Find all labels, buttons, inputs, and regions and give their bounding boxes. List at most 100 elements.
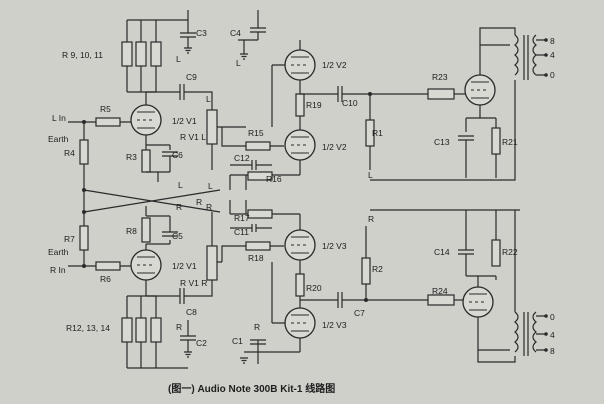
label-r5: R5 — [100, 104, 111, 114]
r3-resistor — [141, 149, 151, 173]
label-c6: C6 — [172, 150, 183, 160]
label-r21: R21 — [502, 137, 518, 147]
label-c5: C5 — [172, 231, 183, 241]
label-r9-10-11: R 9, 10, 11 — [62, 50, 103, 60]
r4-resistor — [79, 139, 89, 165]
label-rv1-r: R V1 R — [180, 278, 207, 288]
label-v2-upper: 1/2 V2 — [322, 60, 347, 70]
label-out-0-top: 0 — [550, 70, 555, 80]
label-r7: R7 — [64, 234, 75, 244]
label-c1: C1 — [232, 336, 243, 346]
label-r17: R17 — [234, 213, 250, 223]
r5-resistor — [95, 117, 121, 127]
label-out-4-top: 4 — [550, 50, 555, 60]
label-c3-l: L — [176, 54, 181, 64]
label-c3: C3 — [196, 28, 207, 38]
label-out-8-bottom: 8 — [550, 346, 555, 356]
label-r16: R16 — [266, 174, 282, 184]
label-r2: R2 — [372, 264, 383, 274]
label-r18: R18 — [248, 253, 264, 263]
v2-upper-tube — [284, 49, 316, 81]
label-c10: C10 — [342, 98, 358, 108]
label-r20: R20 — [306, 283, 322, 293]
label-r-in: R In — [50, 265, 66, 275]
label-c2: C2 — [196, 338, 207, 348]
diagram-caption: (图一) Audio Note 300B Kit-1 线路图 — [168, 382, 335, 395]
output-transformer-bottom — [477, 210, 548, 363]
label-c12: C12 — [234, 153, 250, 163]
label-r12-13-14: R12, 13, 14 — [66, 323, 110, 333]
r21-resistor — [491, 127, 501, 155]
v1-top-tube — [130, 104, 162, 136]
label-c7: C7 — [354, 308, 365, 318]
top-channel — [68, 10, 548, 190]
label-c4-l: L — [236, 58, 241, 68]
r15-resistor — [245, 141, 271, 151]
label-r-mid: R — [176, 202, 182, 212]
label-v3-upper: 1/2 V3 — [322, 241, 347, 251]
rv1-r-pot — [206, 245, 218, 281]
c3-capacitor — [180, 20, 196, 54]
label-r3: R3 — [126, 152, 137, 162]
label-r1: R1 — [372, 128, 383, 138]
label-r-mid2: R — [206, 202, 212, 212]
v3-upper-tube — [284, 229, 316, 261]
r23-resistor — [427, 88, 455, 100]
label-c8: C8 — [186, 307, 197, 317]
label-r24: R24 — [432, 286, 448, 296]
label-c14: C14 — [434, 247, 450, 257]
label-l-r16: L — [208, 181, 213, 191]
output-tube-top — [464, 74, 496, 106]
r2-resistor — [361, 257, 371, 285]
r19-resistor — [295, 93, 305, 117]
label-r19: R19 — [306, 100, 322, 110]
label-v1-top: 1/2 V1 — [172, 116, 197, 126]
label-l-mid: L — [178, 180, 183, 190]
label-rv1-l: R V1 L — [180, 132, 206, 142]
label-l-r1: L — [368, 170, 373, 180]
label-c2-r: R — [176, 322, 182, 332]
label-c9: C9 — [186, 72, 197, 82]
r7-resistor — [79, 225, 89, 251]
label-r4: R4 — [64, 148, 75, 158]
label-r-r2: R — [368, 214, 374, 224]
r24-resistor — [427, 294, 455, 306]
r16-resistor — [247, 171, 273, 181]
label-c11: C11 — [234, 227, 249, 237]
label-r-r17: R — [196, 197, 202, 207]
v2-lower-tube — [284, 129, 316, 161]
earth-cross — [82, 188, 221, 214]
label-c4: C4 — [230, 28, 241, 38]
label-r6: R6 — [100, 274, 111, 284]
rv1-l-pot — [206, 109, 218, 145]
r22-resistor — [491, 239, 501, 267]
r8-resistor — [141, 217, 151, 243]
v1-bottom-tube — [130, 249, 162, 281]
r9-10-11-bank — [121, 10, 189, 93]
label-out-4-bottom: 4 — [550, 330, 555, 340]
label-v3-lower: 1/2 V3 — [322, 320, 347, 330]
label-r15: R15 — [248, 128, 264, 138]
output-tube-bottom — [462, 286, 494, 318]
label-l-rv1: L — [206, 94, 211, 104]
r17-resistor — [247, 209, 273, 219]
label-r22: R22 — [502, 247, 518, 257]
c4-capacitor — [238, 10, 266, 60]
label-earth-bottom: Earth — [48, 247, 69, 257]
label-l-in: L In — [52, 113, 66, 123]
label-r8: R8 — [126, 226, 137, 236]
r6-resistor — [95, 261, 121, 271]
label-v1-bottom: 1/2 V1 — [172, 261, 197, 271]
output-transformer-top — [370, 27, 548, 181]
label-c1-r: R — [254, 322, 260, 332]
v3-lower-tube — [284, 307, 316, 339]
r12-13-14-bank — [121, 295, 188, 369]
label-out-8-top: 8 — [550, 36, 555, 46]
label-c13: C13 — [434, 137, 450, 147]
label-v2-lower: 1/2 V2 — [322, 142, 347, 152]
r20-resistor — [295, 273, 305, 297]
labels: L In Earth Earth R In R 9, 10, 11 C3 L C… — [48, 28, 555, 395]
label-r23: R23 — [432, 72, 448, 82]
r18-resistor — [245, 241, 271, 251]
